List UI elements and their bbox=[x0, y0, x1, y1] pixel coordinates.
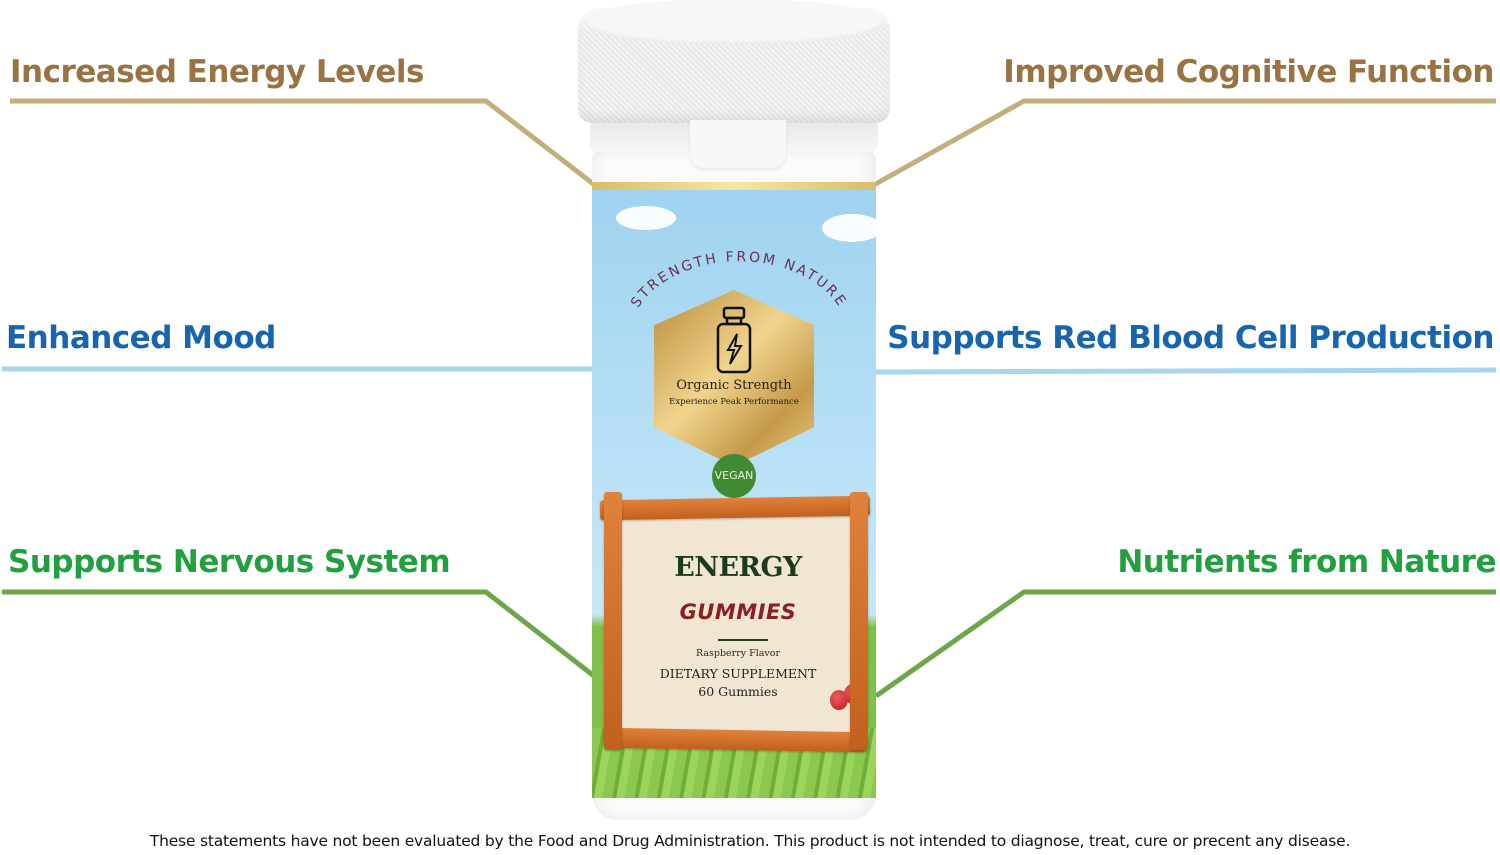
connector-nervous-system bbox=[2, 589, 596, 678]
divider bbox=[718, 639, 768, 641]
benefit-cognitive-function: Improved Cognitive Function bbox=[1003, 54, 1494, 90]
badge-subtitle: Experience Peak Performance bbox=[669, 397, 799, 407]
connector-red-blood-cell bbox=[871, 367, 1497, 375]
product-category: DIETARY SUPPLEMENT bbox=[659, 666, 817, 681]
cap-top bbox=[584, 0, 884, 44]
product-count: 60 Gummies bbox=[698, 684, 778, 699]
cloud-icon bbox=[822, 214, 876, 242]
connector-nutrients-nature bbox=[874, 589, 1496, 699]
product-label: STRENGTH FROM NATURE Organic Strength Ex… bbox=[592, 186, 876, 798]
product-bottle: STRENGTH FROM NATURE Organic Strength Ex… bbox=[578, 0, 890, 830]
label-gold-band bbox=[592, 182, 876, 190]
wooden-sign: ENERGY GUMMIES Raspberry Flavor DIETARY … bbox=[599, 492, 871, 753]
benefit-nervous-system: Supports Nervous System bbox=[8, 544, 451, 580]
cloud-icon bbox=[616, 206, 676, 230]
organic-strength-badge: Organic Strength Experience Peak Perform… bbox=[654, 290, 814, 466]
plank-left bbox=[604, 492, 622, 750]
benefit-increased-energy: Increased Energy Levels bbox=[10, 54, 425, 90]
raspberry-icon bbox=[830, 690, 848, 710]
sign-board: ENERGY GUMMIES Raspberry Flavor DIETARY … bbox=[620, 514, 862, 732]
vegan-badge: VEGAN bbox=[712, 454, 756, 498]
connector-increased-energy bbox=[10, 98, 598, 188]
product-type: GUMMIES bbox=[679, 600, 797, 624]
bottle-lightning-icon bbox=[716, 306, 752, 374]
benefit-enhanced-mood: Enhanced Mood bbox=[6, 320, 276, 356]
cap-tab bbox=[690, 120, 786, 168]
benefit-nutrients-nature: Nutrients from Nature bbox=[1117, 544, 1496, 580]
product-name: ENERGY bbox=[674, 552, 802, 583]
plank-right bbox=[850, 492, 868, 750]
fda-disclaimer: These statements have not been evaluated… bbox=[149, 832, 1351, 850]
product-flavor: Raspberry Flavor bbox=[695, 648, 781, 659]
plank-bottom bbox=[603, 727, 867, 753]
benefit-red-blood-cell: Supports Red Blood Cell Production bbox=[887, 320, 1494, 356]
connector-cognitive-function bbox=[870, 98, 1496, 189]
badge-title: Organic Strength bbox=[676, 378, 792, 393]
